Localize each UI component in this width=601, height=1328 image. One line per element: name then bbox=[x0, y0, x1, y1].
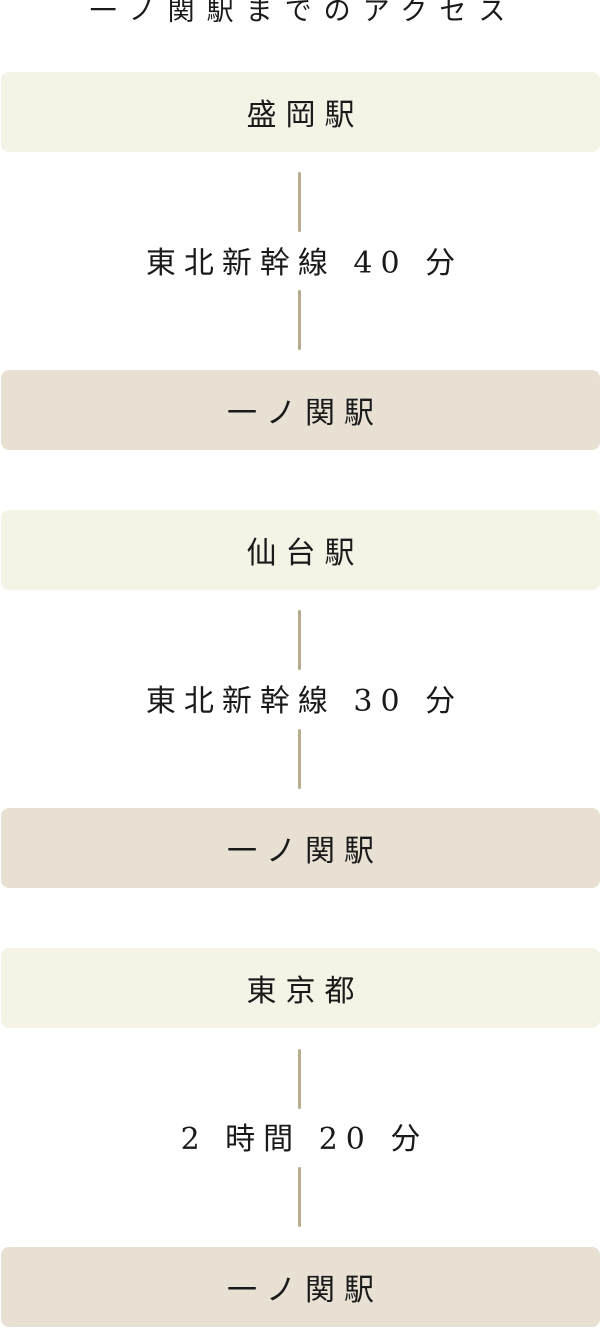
connector-line-upper bbox=[298, 172, 301, 232]
connector-line-upper bbox=[298, 1049, 301, 1109]
route-duration: 東北新幹線 30 分 bbox=[145, 684, 464, 719]
destination-station-box: 一ノ関駅 bbox=[1, 808, 600, 888]
destination-station-label: 一ノ関駅 bbox=[227, 396, 383, 431]
origin-station-box: 東京都 bbox=[1, 948, 600, 1028]
connector-line-lower bbox=[298, 729, 301, 789]
origin-station-label: 東京都 bbox=[246, 974, 364, 1009]
origin-station-label: 仙台駅 bbox=[246, 536, 364, 571]
origin-station-box: 盛岡駅 bbox=[1, 72, 600, 152]
connector-line-lower bbox=[298, 1167, 301, 1227]
origin-station-box: 仙台駅 bbox=[1, 510, 600, 590]
destination-station-box: 一ノ関駅 bbox=[1, 370, 600, 450]
route-duration: 東北新幹線 40 分 bbox=[145, 246, 464, 281]
destination-station-box: 一ノ関駅 bbox=[1, 1247, 600, 1327]
page-title: 一ノ関駅までのアクセス bbox=[89, 0, 518, 27]
route-duration: 2 時間 20 分 bbox=[180, 1122, 429, 1157]
connector-line-upper bbox=[298, 610, 301, 670]
destination-station-label: 一ノ関駅 bbox=[227, 1273, 383, 1308]
origin-station-label: 盛岡駅 bbox=[246, 98, 364, 133]
connector-line-lower bbox=[298, 290, 301, 350]
destination-station-label: 一ノ関駅 bbox=[227, 834, 383, 869]
